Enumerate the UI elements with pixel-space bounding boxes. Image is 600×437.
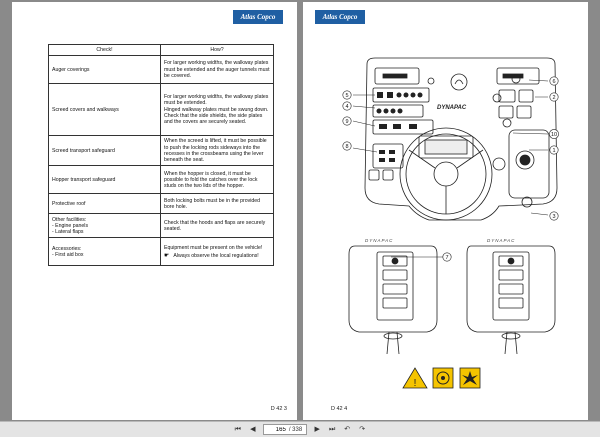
check-cell: Auger coverings: [48, 55, 161, 85]
operator-console: [364, 57, 558, 221]
remote-control-left: [348, 245, 438, 355]
pdf-viewer-toolbar: ⏮ ◀ / 338 ▶ ⏭ ↶ ↷: [0, 421, 600, 437]
warning-sign-electric-icon: !: [402, 367, 428, 389]
remote-brand-right: DYNAPAC: [487, 238, 515, 243]
table-row: Protective roof Both locking bolts must …: [48, 193, 274, 215]
col-header-check: Check!: [48, 43, 161, 57]
back-view-icon[interactable]: ↶: [344, 425, 351, 433]
callout-9: 9: [345, 119, 348, 125]
left-page: Atlas Copco Check! How? Auger coverings …: [12, 2, 297, 420]
callout-4: 4: [345, 104, 348, 110]
check-table: Check! How? Auger coverings For larger w…: [48, 43, 274, 267]
callout-1: 1: [552, 148, 555, 154]
how-cell: Both locking bolts must be in the provid…: [160, 193, 274, 215]
page-footer-code: D 42 3: [270, 406, 287, 412]
check-cell: Accessories: - First aid box: [48, 237, 161, 267]
remote-brand-left: DYNAPAC: [365, 238, 393, 243]
callout-2: 2: [552, 95, 555, 101]
regulation-note: ☛ Always observe the local regulations!: [164, 252, 259, 259]
table-row: Screed transport safeguard When the scre…: [48, 135, 274, 167]
how-cell: For larger working widths, the walkway p…: [160, 83, 274, 137]
control-panel-diagram: DYNAPAC 5 4 9 8 6 2: [342, 57, 559, 389]
how-cell: When the screed is lifted, it must be po…: [160, 135, 274, 167]
how-cell: For larger working widths, the walkway p…: [160, 55, 274, 85]
pointing-hand-icon: ☛: [164, 252, 170, 259]
page-indicator: / 338: [262, 424, 308, 435]
check-cell: Protective roof: [48, 193, 161, 215]
check-cell: Other facilities: - Engine panels - Late…: [48, 213, 161, 239]
atlas-copco-logo: Atlas Copco: [315, 10, 365, 24]
callout-8: 8: [345, 144, 348, 150]
remote-control-right: [466, 245, 556, 355]
table-row: Hopper transport safeguard When the hopp…: [48, 165, 274, 195]
how-cell: Equipment must be present on the vehicle…: [160, 237, 274, 267]
previous-page-button[interactable]: ◀: [250, 425, 256, 433]
svg-text:!: !: [414, 378, 417, 389]
callout-3: 3: [552, 214, 555, 220]
first-page-button[interactable]: ⏮: [234, 425, 241, 433]
col-header-how: How?: [160, 43, 274, 57]
warning-sign-hearing-icon: [432, 367, 454, 389]
check-cell: Screed transport safeguard: [48, 135, 161, 167]
how-cell: Check that the hoods and flaps are secur…: [160, 213, 274, 239]
atlas-copco-logo: Atlas Copco: [233, 10, 283, 24]
page-total-label: / 338: [288, 426, 303, 433]
callout-leaders: [352, 79, 549, 258]
led-indicators: [376, 92, 423, 162]
page-footer-code: D 42 4: [331, 406, 348, 412]
forward-view-icon[interactable]: ↷: [359, 425, 366, 433]
callout-7: 7: [445, 255, 448, 261]
last-page-button[interactable]: ⏭: [329, 425, 336, 433]
table-row: Other facilities: - Engine panels - Late…: [48, 213, 274, 239]
page-number-input[interactable]: [267, 425, 286, 434]
callout-numbers: 5 4 9 8 6 2 10 1 3 7: [342, 76, 559, 262]
next-page-button[interactable]: ▶: [314, 425, 320, 433]
warning-sign-burst-icon: [459, 367, 481, 389]
how-cell: When the hopper is closed, it must be po…: [160, 165, 274, 195]
table-row: Auger coverings For larger working width…: [48, 55, 274, 85]
check-cell: Hopper transport safeguard: [48, 165, 161, 195]
check-cell: Screed covers and walkways: [48, 83, 161, 137]
callout-6: 6: [552, 79, 555, 85]
callout-10: 10: [551, 132, 557, 138]
dynapac-brand: DYNAPAC: [437, 105, 467, 111]
table-row: Screed covers and walkways For larger wo…: [48, 83, 274, 137]
right-page: Atlas Copco: [303, 2, 588, 420]
table-row: Accessories: - First aid box Equipment m…: [48, 237, 274, 267]
callout-5: 5: [345, 93, 348, 99]
